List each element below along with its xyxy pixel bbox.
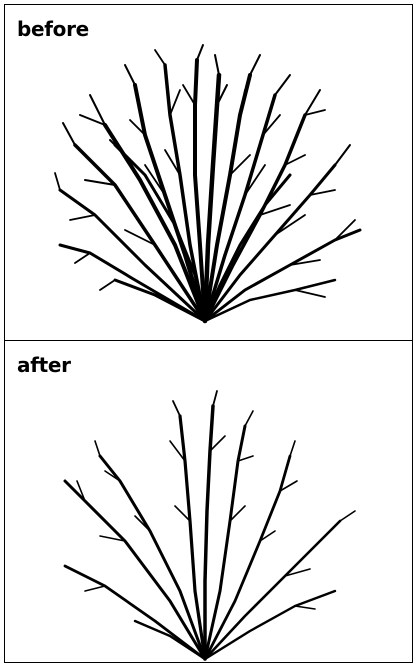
before-panel: before: [4, 4, 413, 341]
shrub-after-branches: [65, 391, 355, 659]
dense-shrub-icon: [5, 5, 414, 342]
thinned-shrub-icon: [5, 341, 414, 664]
after-panel: after: [4, 340, 413, 663]
shrub-before-branches: [55, 45, 360, 321]
